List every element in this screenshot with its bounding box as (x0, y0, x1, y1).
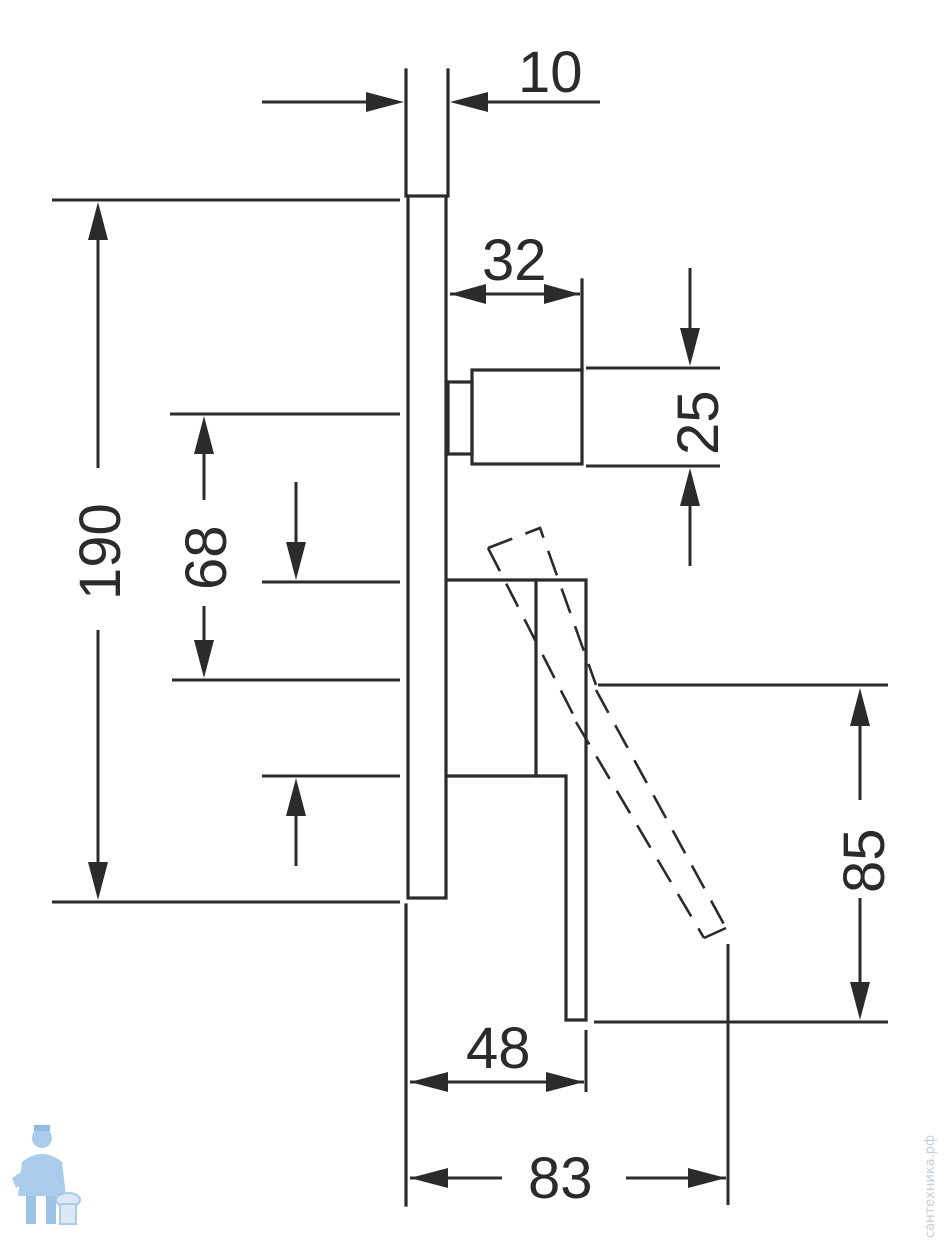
spout-alt-position-dashed (486, 526, 728, 940)
wall-plate (404, 68, 450, 1207)
dim-25-label: 25 (666, 390, 731, 455)
dim-190-label: 190 (68, 503, 133, 600)
dim-32-label: 32 (482, 228, 547, 293)
dim-48: 48 (410, 1016, 588, 1092)
watermark: сантехника.рф (923, 1135, 938, 1238)
dim-85-label: 85 (832, 828, 897, 893)
dim-83-label: 83 (528, 1146, 593, 1211)
dim-32: 32 (450, 228, 580, 304)
dim-10-label: 10 (518, 40, 583, 105)
spout-body (446, 578, 588, 1022)
dim-190: 190 (52, 198, 400, 904)
plumber-logo-icon (12, 1125, 81, 1225)
dim-68: 68 (170, 412, 400, 866)
dim-25: 25 (586, 268, 731, 566)
dim-10: 10 (262, 40, 600, 112)
dim-48-label: 48 (466, 1016, 531, 1081)
dim-85: 85 (594, 683, 897, 1024)
dim-68-label: 68 (174, 525, 239, 590)
dim-83: 83 (410, 944, 730, 1211)
knob (446, 278, 584, 466)
